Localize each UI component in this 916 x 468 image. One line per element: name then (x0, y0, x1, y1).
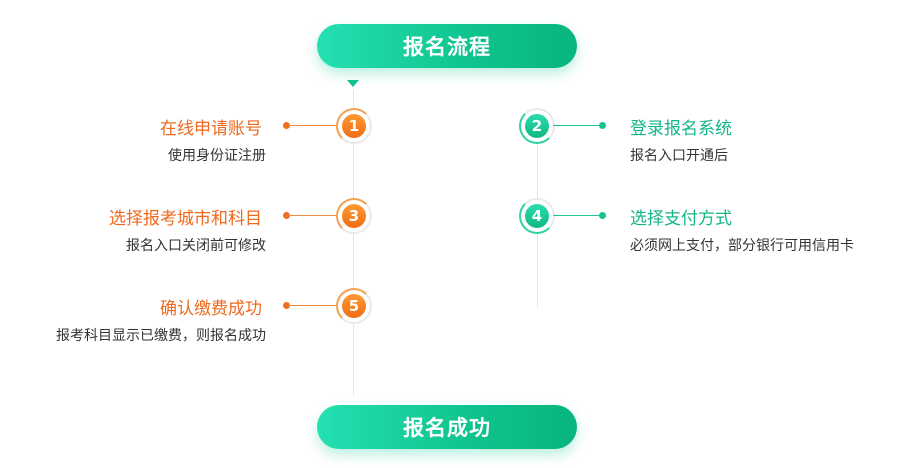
step-3-node: 3 (336, 198, 372, 234)
left-timeline-line (353, 90, 354, 396)
step-4-node: 4 (519, 198, 555, 234)
step-2-desc: 报名入口开通后 (630, 148, 728, 164)
step-1-title: 在线申请账号 (160, 119, 262, 139)
step-3-title: 选择报考城市和科目 (109, 209, 262, 229)
step-2-node: 2 (519, 108, 555, 144)
step-4-connector (553, 215, 601, 216)
step-3-number: 3 (342, 204, 366, 228)
step-3-arc (336, 198, 372, 234)
success-title: 报名成功 (403, 416, 491, 440)
arrow-down-icon (347, 80, 359, 87)
step-5-dot (283, 302, 290, 309)
step-5-desc: 报考科目显示已缴费，则报名成功 (56, 328, 266, 344)
step-4-title: 选择支付方式 (630, 209, 732, 229)
process-title: 报名流程 (403, 35, 491, 59)
step-5-node: 5 (336, 288, 372, 324)
step-1-node: 1 (336, 108, 372, 144)
step-4-arc (519, 198, 555, 234)
step-5-arc (336, 288, 372, 324)
step-5-number: 5 (342, 294, 366, 318)
step-1-connector (288, 125, 338, 126)
step-4-dot (599, 212, 606, 219)
step-1-dot (283, 122, 290, 129)
success-pill: 报名成功 (317, 405, 577, 449)
step-2-number: 2 (525, 114, 549, 138)
step-1-number: 1 (342, 114, 366, 138)
step-2-title: 登录报名系统 (630, 119, 732, 139)
step-3-dot (283, 212, 290, 219)
step-3-desc: 报名入口关闭前可修改 (126, 238, 266, 254)
step-4-number: 4 (525, 204, 549, 228)
step-4-desc: 必须网上支付，部分银行可用信用卡 (630, 238, 854, 254)
step-1-arc (336, 108, 372, 144)
step-5-title: 确认缴费成功 (160, 299, 262, 319)
step-3-connector (288, 215, 338, 216)
step-2-dot (599, 122, 606, 129)
step-2-connector (553, 125, 601, 126)
step-2-arc (519, 108, 555, 144)
step-5-connector (288, 305, 338, 306)
step-1-desc: 使用身份证注册 (168, 148, 266, 164)
process-title-pill: 报名流程 (317, 24, 577, 68)
